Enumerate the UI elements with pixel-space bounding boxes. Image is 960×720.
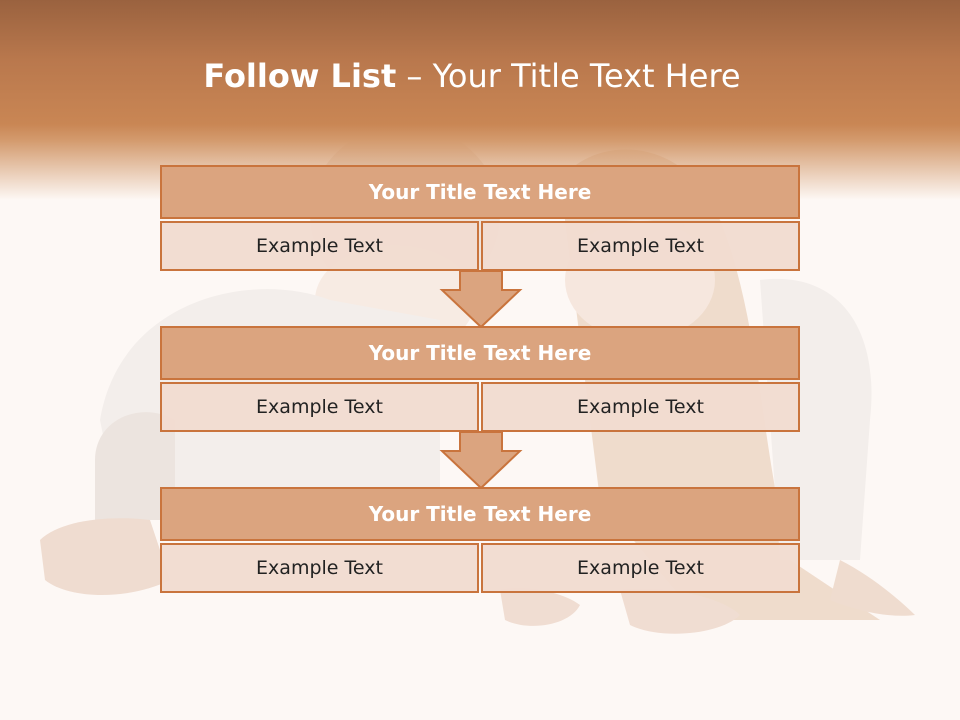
title-bold: Follow List xyxy=(203,57,397,95)
block-row: Example Text Example Text xyxy=(160,543,800,593)
block-cell-left: Example Text xyxy=(160,221,479,271)
down-arrow-icon xyxy=(439,431,523,490)
block-title: Your Title Text Here xyxy=(160,165,800,219)
block-row: Example Text Example Text xyxy=(160,382,800,432)
block-cell-right: Example Text xyxy=(481,382,800,432)
block-cell-left: Example Text xyxy=(160,382,479,432)
list-block-2: Your Title Text Here Example Text Exampl… xyxy=(160,326,800,432)
down-arrow-icon xyxy=(439,270,523,329)
list-block-1: Your Title Text Here Example Text Exampl… xyxy=(160,165,800,271)
slide-title: Follow List – Your Title Text Here xyxy=(0,52,944,100)
block-cell-left: Example Text xyxy=(160,543,479,593)
block-title: Your Title Text Here xyxy=(160,326,800,380)
block-row: Example Text Example Text xyxy=(160,221,800,271)
title-rest: – Your Title Text Here xyxy=(396,57,741,95)
block-cell-right: Example Text xyxy=(481,221,800,271)
block-cell-right: Example Text xyxy=(481,543,800,593)
block-title: Your Title Text Here xyxy=(160,487,800,541)
list-block-3: Your Title Text Here Example Text Exampl… xyxy=(160,487,800,593)
